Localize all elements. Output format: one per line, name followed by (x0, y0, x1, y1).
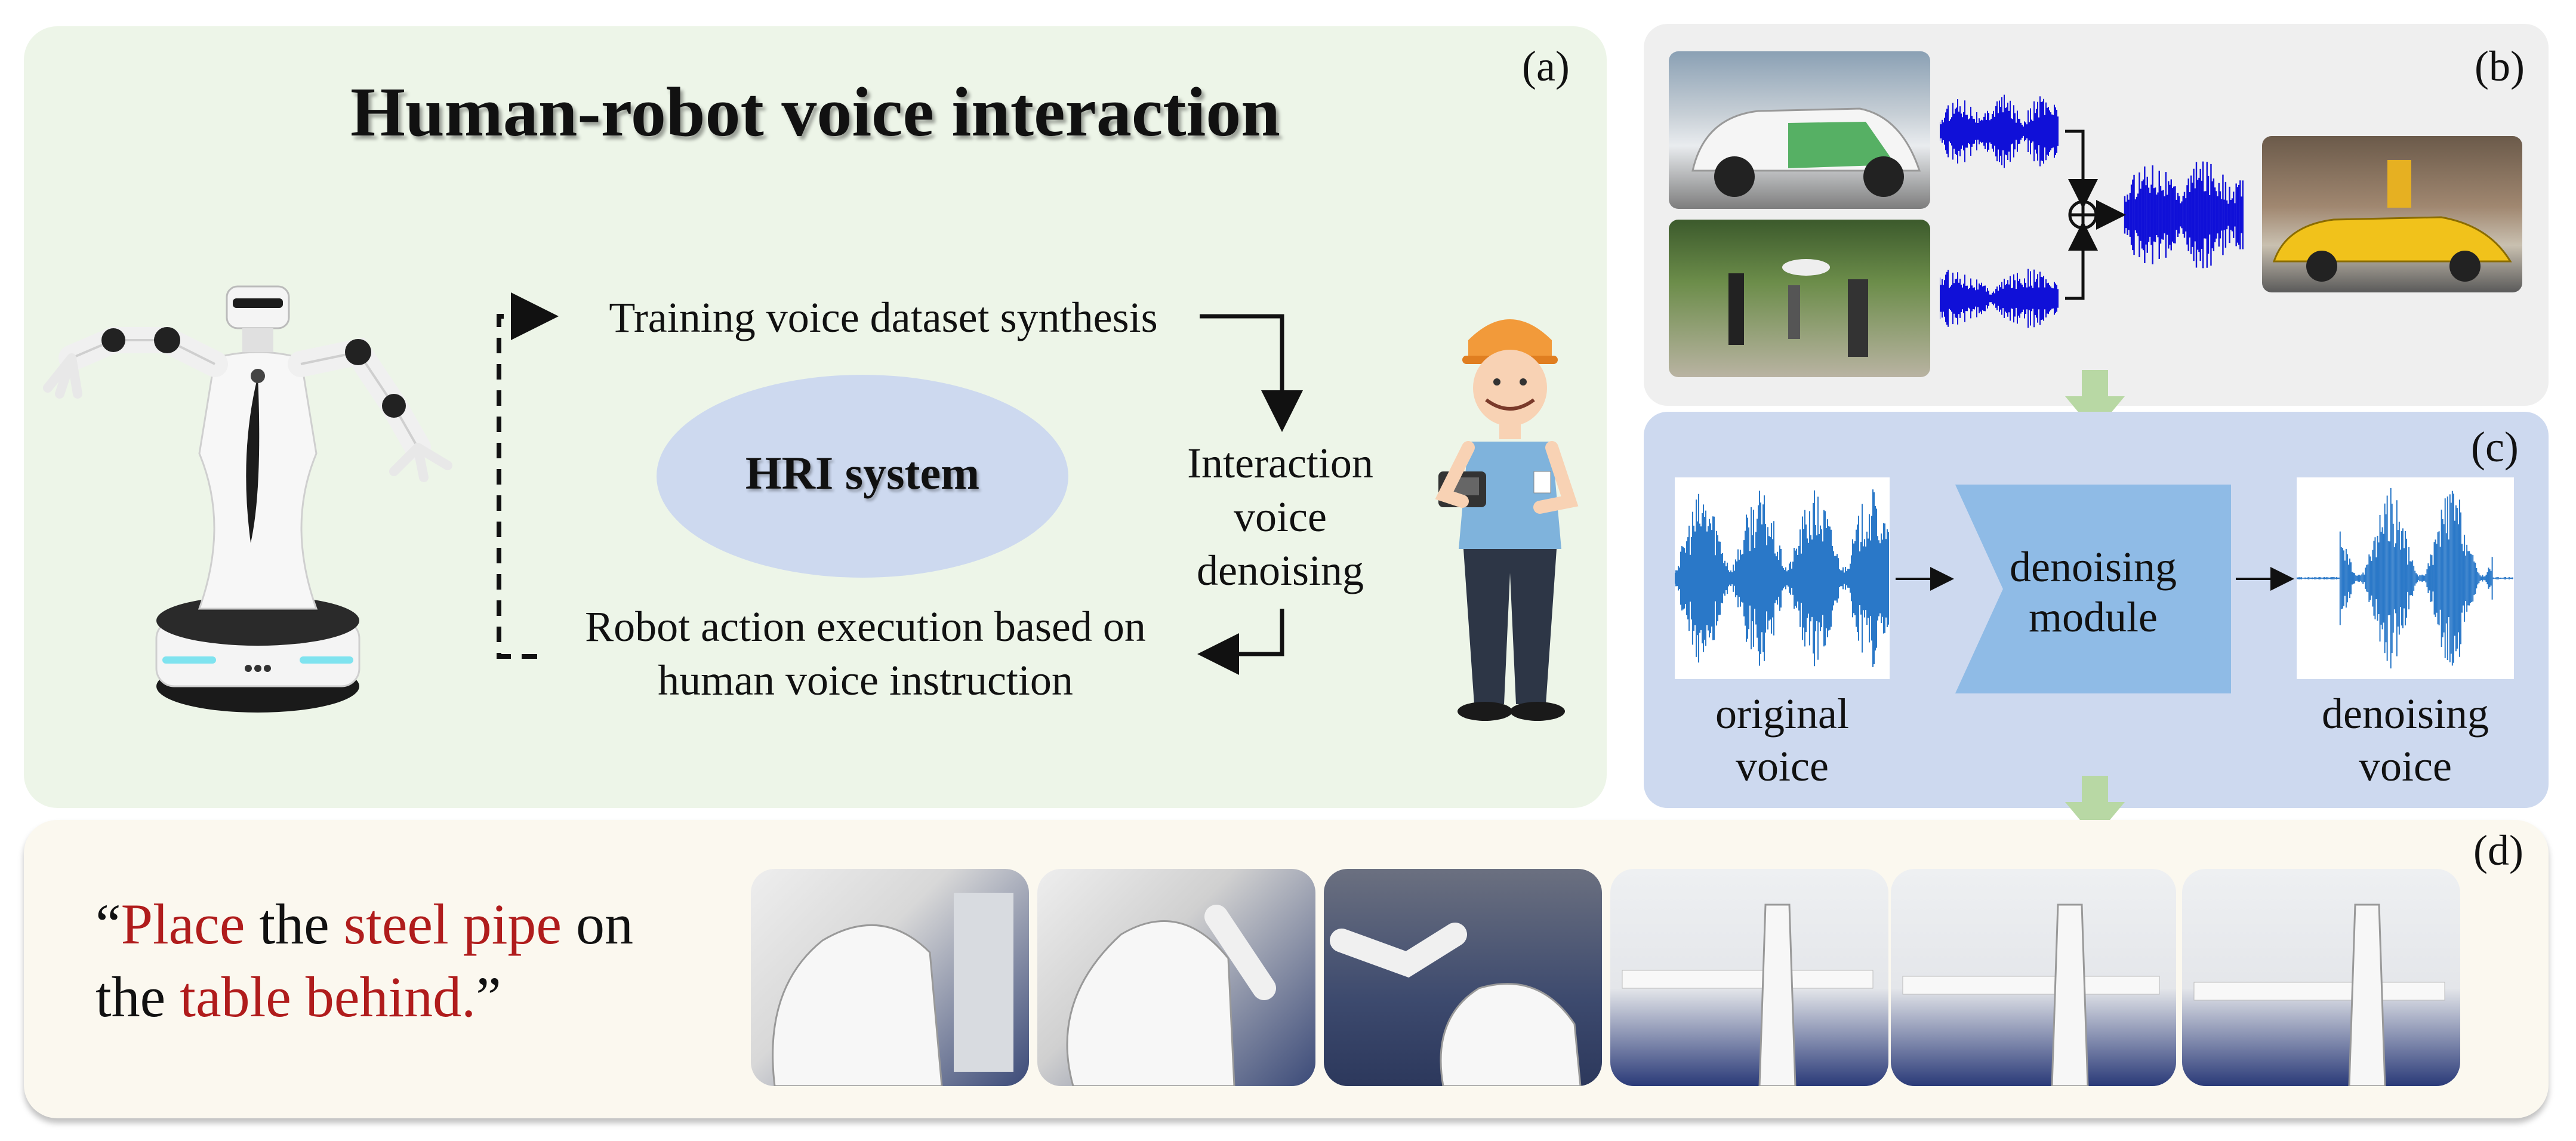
execution-frame-5 (1891, 869, 2176, 1086)
quote-word-the-2: the (95, 965, 180, 1029)
denoising-module-label-1: denoising (2010, 543, 2177, 591)
execution-frame-4 (1610, 869, 1888, 1086)
hri-system-label: HRI system (745, 447, 980, 499)
panel-a-title: Human-robot voice interaction (350, 73, 1280, 151)
street-view-car-photo (1669, 51, 1930, 209)
quote-line-2: the table behind.” (95, 961, 633, 1034)
flow-step-denoising-1: Interaction (1187, 439, 1373, 487)
panel-a-label: (a) (1522, 42, 1570, 90)
original-voice-box (1675, 477, 1890, 679)
execution-frame-1 (751, 869, 1029, 1086)
quote-line-1: “Place the steel pipe on (95, 888, 633, 961)
denoised-voice-label-1: denoising (2322, 690, 2489, 738)
flow-step-action-2: human voice instruction (658, 656, 1073, 704)
flow-step-denoising-3: denoising (1197, 547, 1364, 594)
denoised-voice-label-2: voice (2359, 742, 2452, 790)
down-arrow-c-to-d (2065, 776, 2125, 838)
original-voice-label-2: voice (1736, 742, 1829, 790)
street-pedestrians-photo (1669, 220, 1930, 377)
quote-close-mark: ” (476, 965, 501, 1029)
flow-step-action-1: Robot action execution based on (585, 603, 1146, 650)
original-voice-label-1: original (1715, 690, 1849, 738)
denoising-module-label-2: module (2029, 593, 2158, 641)
denoised-voice-box (2297, 477, 2514, 679)
original-voice-waveform (1675, 489, 1889, 667)
robot-illustration (43, 285, 452, 713)
quote-word-place: Place (121, 892, 245, 956)
flow-arrows (497, 292, 1303, 675)
quote-word-the: the (245, 892, 344, 956)
quote-word-table-behind: table behind. (180, 965, 476, 1029)
flow-step-dataset-synthesis: Training voice dataset synthesis (609, 294, 1158, 341)
quote-word-steel-pipe: steel pipe (343, 892, 562, 956)
panel-c-label: (c) (2471, 423, 2519, 471)
flow-step-denoising-2: voice (1234, 493, 1327, 541)
mixed-voice-waveform (2124, 161, 2244, 269)
clean-voice-waveform (1940, 94, 2059, 168)
execution-frame-3 (1324, 869, 1602, 1086)
taxi-street-photo (2262, 136, 2522, 292)
quote-open-mark: “ (95, 892, 121, 956)
denoised-voice-waveform (2297, 488, 2513, 669)
human-operator-illustration (1435, 319, 1579, 721)
arrow-from-module (2236, 567, 2294, 591)
noise-waveform (1940, 269, 2059, 328)
execution-frame-6 (2182, 869, 2460, 1086)
voice-instruction-quote: “Place the steel pipe on the table behin… (95, 888, 633, 1034)
hri-system-ellipse (657, 375, 1068, 578)
quote-word-on: on (561, 892, 633, 956)
arrow-to-module (1896, 567, 1954, 591)
denoising-module-shape (1955, 485, 2231, 693)
panel-b-label: (b) (2475, 42, 2525, 90)
noise-mixing-diagram (1940, 94, 2244, 328)
execution-frame-2 (1037, 869, 1315, 1086)
down-arrow-b-to-c (2065, 370, 2125, 432)
panel-d-label: (d) (2473, 827, 2523, 874)
